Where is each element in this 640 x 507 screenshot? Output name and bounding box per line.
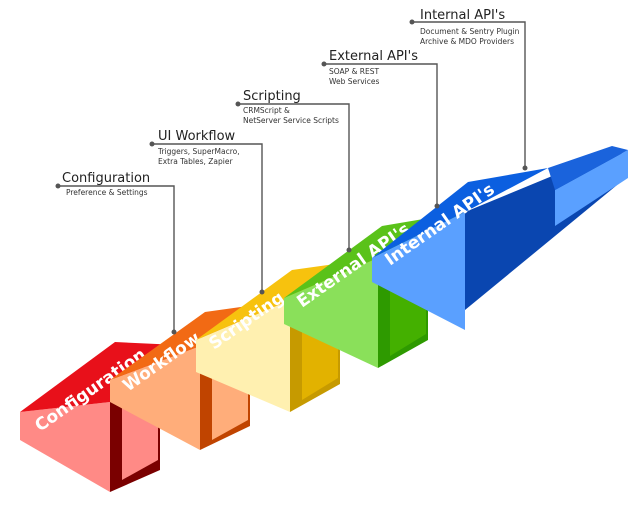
callout-external-api: External API's SOAP & REST Web Services: [321, 49, 440, 209]
leader-dot-start-external-api: [321, 61, 327, 67]
callout-desc-internal-api-1: Document & Sentry Plugin: [420, 27, 520, 36]
leader-dot-end-external-api: [434, 203, 440, 209]
leader-dot-start-internal-api: [409, 19, 415, 25]
leader-dot-start-scripting: [235, 101, 241, 107]
callout-title-workflow: UI Workflow: [158, 129, 236, 144]
leader-line-configuration: [58, 185, 175, 332]
external-api-front-face: [284, 258, 378, 368]
leader-dot-start-configuration: [55, 183, 61, 189]
leader-line-external-api: [324, 63, 438, 206]
callout-desc-workflow-2: Extra Tables, Zapier: [158, 157, 233, 166]
internal-api-right-face: [555, 150, 628, 226]
callout-desc-scripting-2: NetServer Service Scripts: [243, 116, 339, 125]
callout-desc-workflow-1: Triggers, SuperMacro,: [157, 147, 240, 156]
callout-desc-external-api-1: SOAP & REST: [329, 67, 380, 76]
leader-dot-end-configuration: [171, 329, 177, 335]
callout-desc-external-api-2: Web Services: [329, 77, 379, 86]
callout-workflow: UI Workflow Triggers, SuperMacro, Extra …: [149, 129, 265, 295]
workflow-front-face: [110, 346, 200, 450]
leader-line-scripting: [238, 103, 350, 250]
callout-configuration: Configuration Preference & Settings: [55, 171, 177, 335]
callout-scripting: Scripting CRMScript & NetServer Service …: [235, 89, 352, 253]
internal-api-front-face: [372, 212, 465, 330]
callout-desc-internal-api-2: Archive & MDO Providers: [420, 37, 514, 46]
callout-title-external-api: External API's: [329, 49, 418, 64]
callout-title-internal-api: Internal API's: [420, 8, 505, 23]
leader-dot-end-workflow: [259, 289, 265, 295]
leader-line-internal-api: [412, 21, 526, 168]
internal-api-back-top: [548, 146, 628, 190]
callout-internal-api: Internal API's Document & Sentry Plugin …: [409, 8, 528, 171]
internal-api-top-face: [372, 168, 548, 258]
leader-dot-end-internal-api: [522, 165, 528, 171]
leader-dot-end-scripting: [346, 247, 352, 253]
scripting-front-face: [196, 300, 290, 412]
configuration-front-face: [20, 402, 110, 492]
step-internal-api: Internal API's: [372, 146, 628, 330]
leader-line-workflow: [152, 143, 263, 292]
callout-desc-configuration-1: Preference & Settings: [66, 188, 148, 197]
callout-title-configuration: Configuration: [62, 171, 150, 186]
callout-title-scripting: Scripting: [243, 89, 301, 104]
callout-desc-scripting-1: CRMScript &: [243, 106, 290, 115]
leader-dot-start-workflow: [149, 141, 155, 147]
